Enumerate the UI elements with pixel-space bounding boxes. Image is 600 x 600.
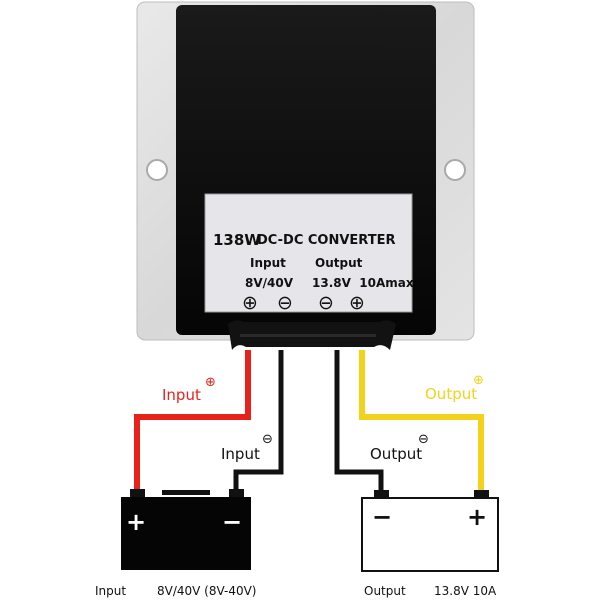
converter-type: DC-DC CONVERTER: [257, 233, 395, 248]
label-plus-icon-input: ⊕: [242, 292, 258, 314]
output-negative-label: Output: [370, 445, 422, 463]
wire-output-positive: [359, 350, 484, 494]
input-battery-plus: +: [126, 508, 146, 536]
input-battery-terminal-positive: [130, 489, 145, 497]
label-plus-icon-output: ⊕: [349, 292, 365, 314]
wire-input-negative: [233, 350, 284, 493]
input-positive-icon: ⊕: [205, 375, 216, 390]
output-battery-terminal-positive: [474, 490, 489, 498]
input-battery-cap: [162, 490, 210, 495]
mounting-hole-left: [146, 159, 168, 181]
input-range: 8V/40V: [245, 276, 294, 290]
input-negative-label: Input: [221, 445, 260, 463]
output-negative-icon: ⊖: [418, 432, 429, 447]
label-minus-icon-output: ⊖: [318, 292, 334, 314]
input-battery-minus: −: [222, 508, 242, 536]
output-battery: [361, 497, 499, 572]
output-caption-label: Output: [364, 584, 406, 598]
output-caption-value: 13.8V 10A: [434, 584, 497, 598]
wire-input-positive: [134, 350, 251, 493]
power-rating: 138W: [213, 231, 261, 249]
output-heading: Output: [315, 256, 363, 270]
output-positive-icon: ⊕: [473, 373, 484, 388]
label-minus-icon-input: ⊖: [277, 292, 293, 314]
mounting-hole-right: [444, 159, 466, 181]
output-battery-plus: +: [467, 503, 487, 531]
input-heading: Input: [250, 256, 286, 270]
input-battery-terminal-negative: [229, 489, 244, 497]
output-battery-terminal-negative: [374, 490, 389, 498]
input-negative-icon: ⊖: [262, 432, 273, 447]
input-battery: [121, 497, 251, 570]
output-rating: 13.8V 10Amax: [312, 276, 414, 290]
input-caption-label: Input: [95, 584, 126, 598]
output-battery-minus: −: [372, 503, 392, 531]
grommet-edge: [240, 334, 376, 337]
label-plate: [204, 193, 413, 313]
input-positive-label: Input: [162, 386, 201, 404]
input-caption-value: 8V/40V (8V-40V): [157, 584, 257, 598]
output-positive-label: Output: [425, 385, 477, 403]
wire-output-negative: [334, 350, 384, 494]
